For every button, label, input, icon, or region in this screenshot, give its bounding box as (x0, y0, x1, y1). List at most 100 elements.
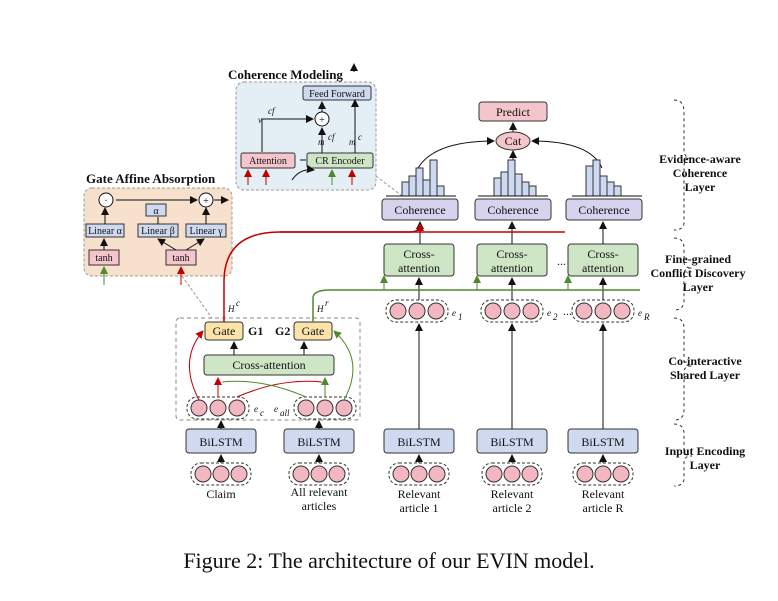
svg-text:Layer: Layer (683, 280, 714, 294)
svg-text:Linear α: Linear α (88, 226, 123, 237)
predict-label: Predict (496, 105, 531, 119)
claim-label: Claim (206, 487, 236, 501)
svg-text:BiLSTM: BiLSTM (397, 435, 441, 449)
coherence-box-3 (565, 198, 643, 221)
svg-text:c: c (260, 408, 264, 418)
svg-text:1: 1 (458, 312, 463, 322)
shared-layer: Gate G1 G2 Gate Cross-attention e c e al… (175, 223, 640, 421)
svg-text:BiLSTM: BiLSTM (297, 435, 341, 449)
input-layer-label: Input Encoding (665, 444, 745, 458)
svg-text:Layer: Layer (690, 458, 721, 472)
histogram-1 (386, 159, 456, 197)
cr-encoder-label: CR Encoder (315, 156, 365, 167)
svg-text:Shared Layer: Shared Layer (670, 368, 741, 382)
svg-text:cf: cf (268, 106, 276, 116)
svg-text:c: c (236, 298, 240, 308)
shared-cross-attention-box (203, 354, 335, 376)
svg-text:article R: article R (583, 501, 624, 515)
histogram-2 (478, 159, 548, 197)
svg-text:BiLSTM: BiLSTM (490, 435, 534, 449)
attention-label: Attention (249, 156, 287, 167)
article-token-groups: e 1 e 2 ... e R (385, 277, 650, 323)
histogram-3 (572, 159, 642, 197)
coherence-layer: Predict Cat (381, 101, 643, 221)
shared-layer-label: Co-interactive (668, 354, 742, 368)
layer-braces: Evidence-aware Coherence Layer Fine-grai… (651, 99, 746, 487)
svg-text:...: ... (557, 254, 566, 268)
conflict-layer-label: Fine-grained (665, 252, 731, 266)
svg-text:Cross-: Cross- (403, 247, 434, 261)
g2-label: G2 (275, 324, 290, 338)
cat-label: Cat (505, 134, 522, 148)
svg-text:+: + (203, 196, 209, 207)
g1-label: G1 (248, 324, 263, 338)
svg-text:BiLSTM: BiLSTM (199, 435, 243, 449)
svg-text:...: ... (563, 304, 572, 318)
svg-text:article 1: article 1 (400, 501, 439, 515)
all-relevant-label: All relevant (291, 485, 349, 499)
coherence-box-2 (474, 198, 552, 221)
svg-text:Linear γ: Linear γ (189, 226, 223, 237)
attention-box (240, 152, 296, 169)
shared-layer-frame (175, 317, 361, 421)
feed-forward-label: Feed Forward (309, 89, 365, 100)
cross-attention-box-1 (383, 243, 455, 277)
svg-text:R: R (643, 312, 650, 322)
coherence-box-1 (381, 198, 459, 221)
e2-symbol: e (547, 308, 551, 318)
gate-affine-title: Gate Affine Absorption (86, 171, 216, 186)
svg-text:α: α (153, 206, 159, 217)
ec-symbol: e (254, 404, 258, 414)
svg-text:all: all (280, 408, 290, 418)
svg-text:Layer: Layer (685, 180, 716, 194)
alpha-box (145, 203, 167, 217)
v-cf-symbol: v (258, 115, 262, 125)
svg-text:+: + (319, 115, 325, 126)
svg-text:tanh: tanh (95, 253, 112, 264)
svg-text:BiLSTM: BiLSTM (581, 435, 625, 449)
tanh-right-box (165, 249, 197, 266)
feed-forward-box (302, 85, 372, 101)
input-layer: BiLSTM BiLSTM BiLSTM BiLSTM BiLSTM (185, 323, 639, 515)
svg-text:c: c (358, 132, 362, 142)
svg-text:Gate: Gate (302, 324, 325, 338)
m-c-symbol: m (349, 137, 356, 147)
svg-text:Coherence: Coherence (487, 203, 538, 217)
coherence-modeling-title: Coherence Modeling (228, 67, 343, 82)
conflict-layer: Cross- attention Cross- attention ... Cr… (383, 221, 639, 277)
hs-r-symbol: H (316, 304, 324, 314)
eR-symbol: e (638, 308, 642, 318)
svg-text:r: r (325, 298, 329, 308)
svg-text:attention: attention (398, 261, 440, 275)
svg-text:attention: attention (582, 261, 624, 275)
hs-c-symbol: H (227, 304, 235, 314)
svg-text:article 2: article 2 (493, 501, 532, 515)
e1-symbol: e (452, 308, 456, 318)
svg-text:Coherence: Coherence (394, 203, 445, 217)
svg-text:·: · (104, 196, 107, 207)
coherence-layer-label: Evidence-aware (659, 152, 741, 166)
svg-text:tanh: tanh (172, 253, 189, 264)
gate-affine-panel: Gate Affine Absorption · + α Linear α Li… (83, 171, 233, 319)
svg-text:articles: articles (302, 499, 337, 513)
svg-text:Linear β: Linear β (141, 226, 175, 237)
svg-text:cf: cf (328, 132, 336, 142)
svg-text:Coherence: Coherence (673, 166, 728, 180)
svg-text:2: 2 (553, 312, 558, 322)
cr-encoder-box (306, 152, 374, 169)
svg-text:Conflict Discovery: Conflict Discovery (651, 266, 746, 280)
figure-caption: Figure 2: The architecture of our EVIN m… (183, 548, 594, 573)
coherence-modeling-panel: Coherence Modeling Feed Forward + v cf m… (228, 63, 403, 197)
eall-symbol: e (274, 404, 278, 414)
svg-text:attention: attention (491, 261, 533, 275)
svg-text:Cross-: Cross- (587, 247, 618, 261)
shared-cross-attention-label: Cross-attention (232, 358, 305, 372)
predict-box (478, 101, 548, 122)
relevant-article-2-label: Relevant (491, 487, 534, 501)
relevant-article-R-label: Relevant (582, 487, 625, 501)
svg-text:Cross-: Cross- (496, 247, 527, 261)
svg-text:Gate: Gate (213, 324, 236, 338)
relevant-article-1-label: Relevant (398, 487, 441, 501)
svg-text:Coherence: Coherence (578, 203, 629, 217)
